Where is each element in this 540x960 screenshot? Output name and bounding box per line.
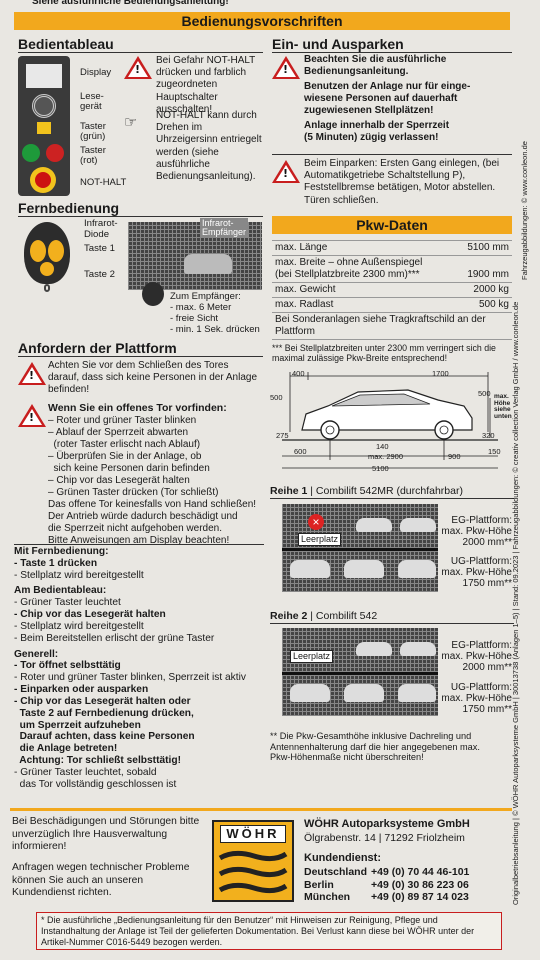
kundendienst-label: Kundendienst: bbox=[304, 852, 381, 864]
dim-275: 275 bbox=[276, 431, 289, 440]
label-display: Display bbox=[80, 67, 112, 78]
footer-bottom-note: * Die ausführliche „Bedienungsanleitung … bbox=[36, 912, 502, 951]
hint-not-halt: NOT-HALT kann durch Drehen im Uhrzeigers… bbox=[156, 110, 262, 182]
red-button[interactable] bbox=[46, 144, 64, 162]
reader-icon bbox=[32, 94, 56, 118]
button-2[interactable] bbox=[48, 240, 64, 262]
reihe1-leerplatz: Leerplatz bbox=[298, 533, 342, 546]
label-red: Taster (rot) bbox=[80, 145, 106, 167]
label-ir-diode: Infrarot- Diode bbox=[84, 218, 118, 240]
dim-max-hoehe: max. Höhe siehe unten bbox=[494, 393, 512, 420]
pkw-title: Pkw-Daten bbox=[272, 216, 512, 234]
hoehe-note: ** Die Pkw-Gesamthöhe inklusive Dachreli… bbox=[270, 731, 480, 763]
dim-900: 900 bbox=[448, 452, 461, 461]
remote-control[interactable] bbox=[24, 222, 70, 292]
warning-icon: ! bbox=[272, 56, 300, 79]
ein-aus-warn: Beachten Sie die ausführliche Bedienungs… bbox=[304, 54, 471, 143]
anfordern-title: Anfordern der Plattform bbox=[18, 340, 263, 357]
open-gate-head: Wenn Sie ein offenes Tor vorfinden: bbox=[48, 402, 227, 414]
display bbox=[26, 64, 62, 88]
hand-pointer-icon: ☞ bbox=[124, 113, 138, 131]
car-dimension-drawing bbox=[282, 372, 498, 469]
ein-aus-title: Ein- und Ausparken bbox=[272, 36, 512, 53]
dim-2900: max. 2900 bbox=[368, 452, 404, 461]
label-green: Taster (grün) bbox=[80, 121, 106, 143]
label-not-halt: NOT-HALT bbox=[80, 177, 127, 188]
top-text: Siehe ausführliche Bedienungsanleitung! bbox=[32, 0, 229, 7]
remote-in-hand bbox=[142, 282, 164, 306]
instructions-block: Mit Fernbedienung: - Taste 1 drücken - S… bbox=[14, 546, 246, 790]
warning-icon: ! bbox=[272, 160, 300, 183]
dim-600: 600 bbox=[294, 447, 307, 456]
reihe1-header: Reihe 1 | Combilift 542MR (durchfahrbar) bbox=[270, 485, 514, 499]
receiver-text: Zum Empfänger: - max. 6 Meter - freie Si… bbox=[170, 291, 260, 335]
warning-icon: ! bbox=[124, 56, 152, 79]
control-panel bbox=[18, 56, 70, 196]
open-gate-lines: – Roter und grüner Taster blinken – Abla… bbox=[48, 415, 257, 546]
label-button-1: Taste 1 bbox=[84, 243, 115, 254]
dim-140: 140 bbox=[376, 442, 389, 451]
dim-500b: 500 bbox=[478, 389, 491, 398]
vertical-credit-mid: Originalbetriebsanleitung | © WÖHR Autop… bbox=[511, 301, 520, 905]
company-address: Ölgrabenstr. 14 | 71292 Friolzheim bbox=[304, 832, 465, 844]
no-entry-icon: × bbox=[308, 514, 324, 530]
reihe2-eg: EG-Plattform: max. Pkw-Höhe 2000 mm** bbox=[441, 640, 512, 673]
warning-icon-small bbox=[37, 122, 51, 134]
dim-150: 150 bbox=[488, 447, 501, 456]
dim-400: 400 bbox=[292, 369, 305, 378]
green-button[interactable] bbox=[22, 144, 40, 162]
warning-icon: ! bbox=[18, 404, 46, 427]
reihe1-image: × bbox=[282, 504, 438, 592]
company-name: WÖHR Autoparksysteme GmbH bbox=[304, 818, 470, 830]
einparken-hint: Beim Einparken: Ersten Gang einlegen, (b… bbox=[304, 158, 500, 206]
label-button-2: Taste 2 bbox=[84, 269, 115, 280]
dim-320: 320 bbox=[482, 431, 495, 440]
pkw-note: *** Bei Stellplatzbreiten unter 2300 mm … bbox=[272, 343, 496, 363]
fernbedienung-title: Fernbedienung bbox=[18, 200, 263, 217]
not-halt-button[interactable] bbox=[30, 167, 56, 193]
reihe2-ug: UG-Plattform: max. Pkw-Höhe 1750 mm** bbox=[441, 682, 512, 715]
warn-close-gate: Achten Sie vor dem Schließen des Tores d… bbox=[48, 360, 258, 396]
footer-left-1: Bei Beschädigungen und Störungen bitte u… bbox=[12, 816, 200, 853]
reihe1-ug: UG-Plattform: max. Pkw-Höhe 1750 mm** bbox=[441, 556, 512, 589]
warning-icon: ! bbox=[18, 362, 46, 385]
reihe2-header: Reihe 2 | Combilift 542 bbox=[270, 610, 514, 624]
reihe2-leerplatz: Leerplatz bbox=[290, 650, 334, 663]
reihe1-eg: EG-Plattform: max. Pkw-Höhe 2000 mm** bbox=[441, 515, 512, 548]
dim-500a: 500 bbox=[270, 393, 283, 402]
reihe2-image bbox=[282, 628, 438, 716]
phone-de[interactable]: +49 (0) 70 44 46-101 bbox=[371, 866, 470, 878]
label-reader: Lese- gerät bbox=[80, 91, 104, 113]
footer-left-2: Anfragen wegen technischer Probleme könn… bbox=[12, 862, 190, 899]
woehr-logo: WÖHR bbox=[212, 820, 294, 902]
button-1[interactable] bbox=[30, 240, 46, 262]
bedientableau-title: Bedientableau bbox=[18, 36, 263, 53]
dim-1700: 1700 bbox=[432, 369, 449, 378]
phone-table: Deutschland+49 (0) 70 44 46-101 Berlin+4… bbox=[304, 866, 470, 904]
warn-not-halt: Bei Gefahr NOT-HALT drücken und farblich… bbox=[156, 55, 256, 115]
dim-5100: 5100 bbox=[372, 464, 389, 473]
receiver-label: Infrarot- Empfänger bbox=[200, 218, 249, 238]
phone-muenchen[interactable]: +49 (0) 89 87 14 023 bbox=[371, 891, 469, 904]
phone-berlin[interactable]: +49 (0) 30 86 223 06 bbox=[371, 878, 469, 891]
vertical-credit-right: Fahrzeugabbildungen: © www.conleon.de bbox=[520, 141, 529, 280]
main-title: Bedienungsvorschriften bbox=[14, 12, 510, 30]
